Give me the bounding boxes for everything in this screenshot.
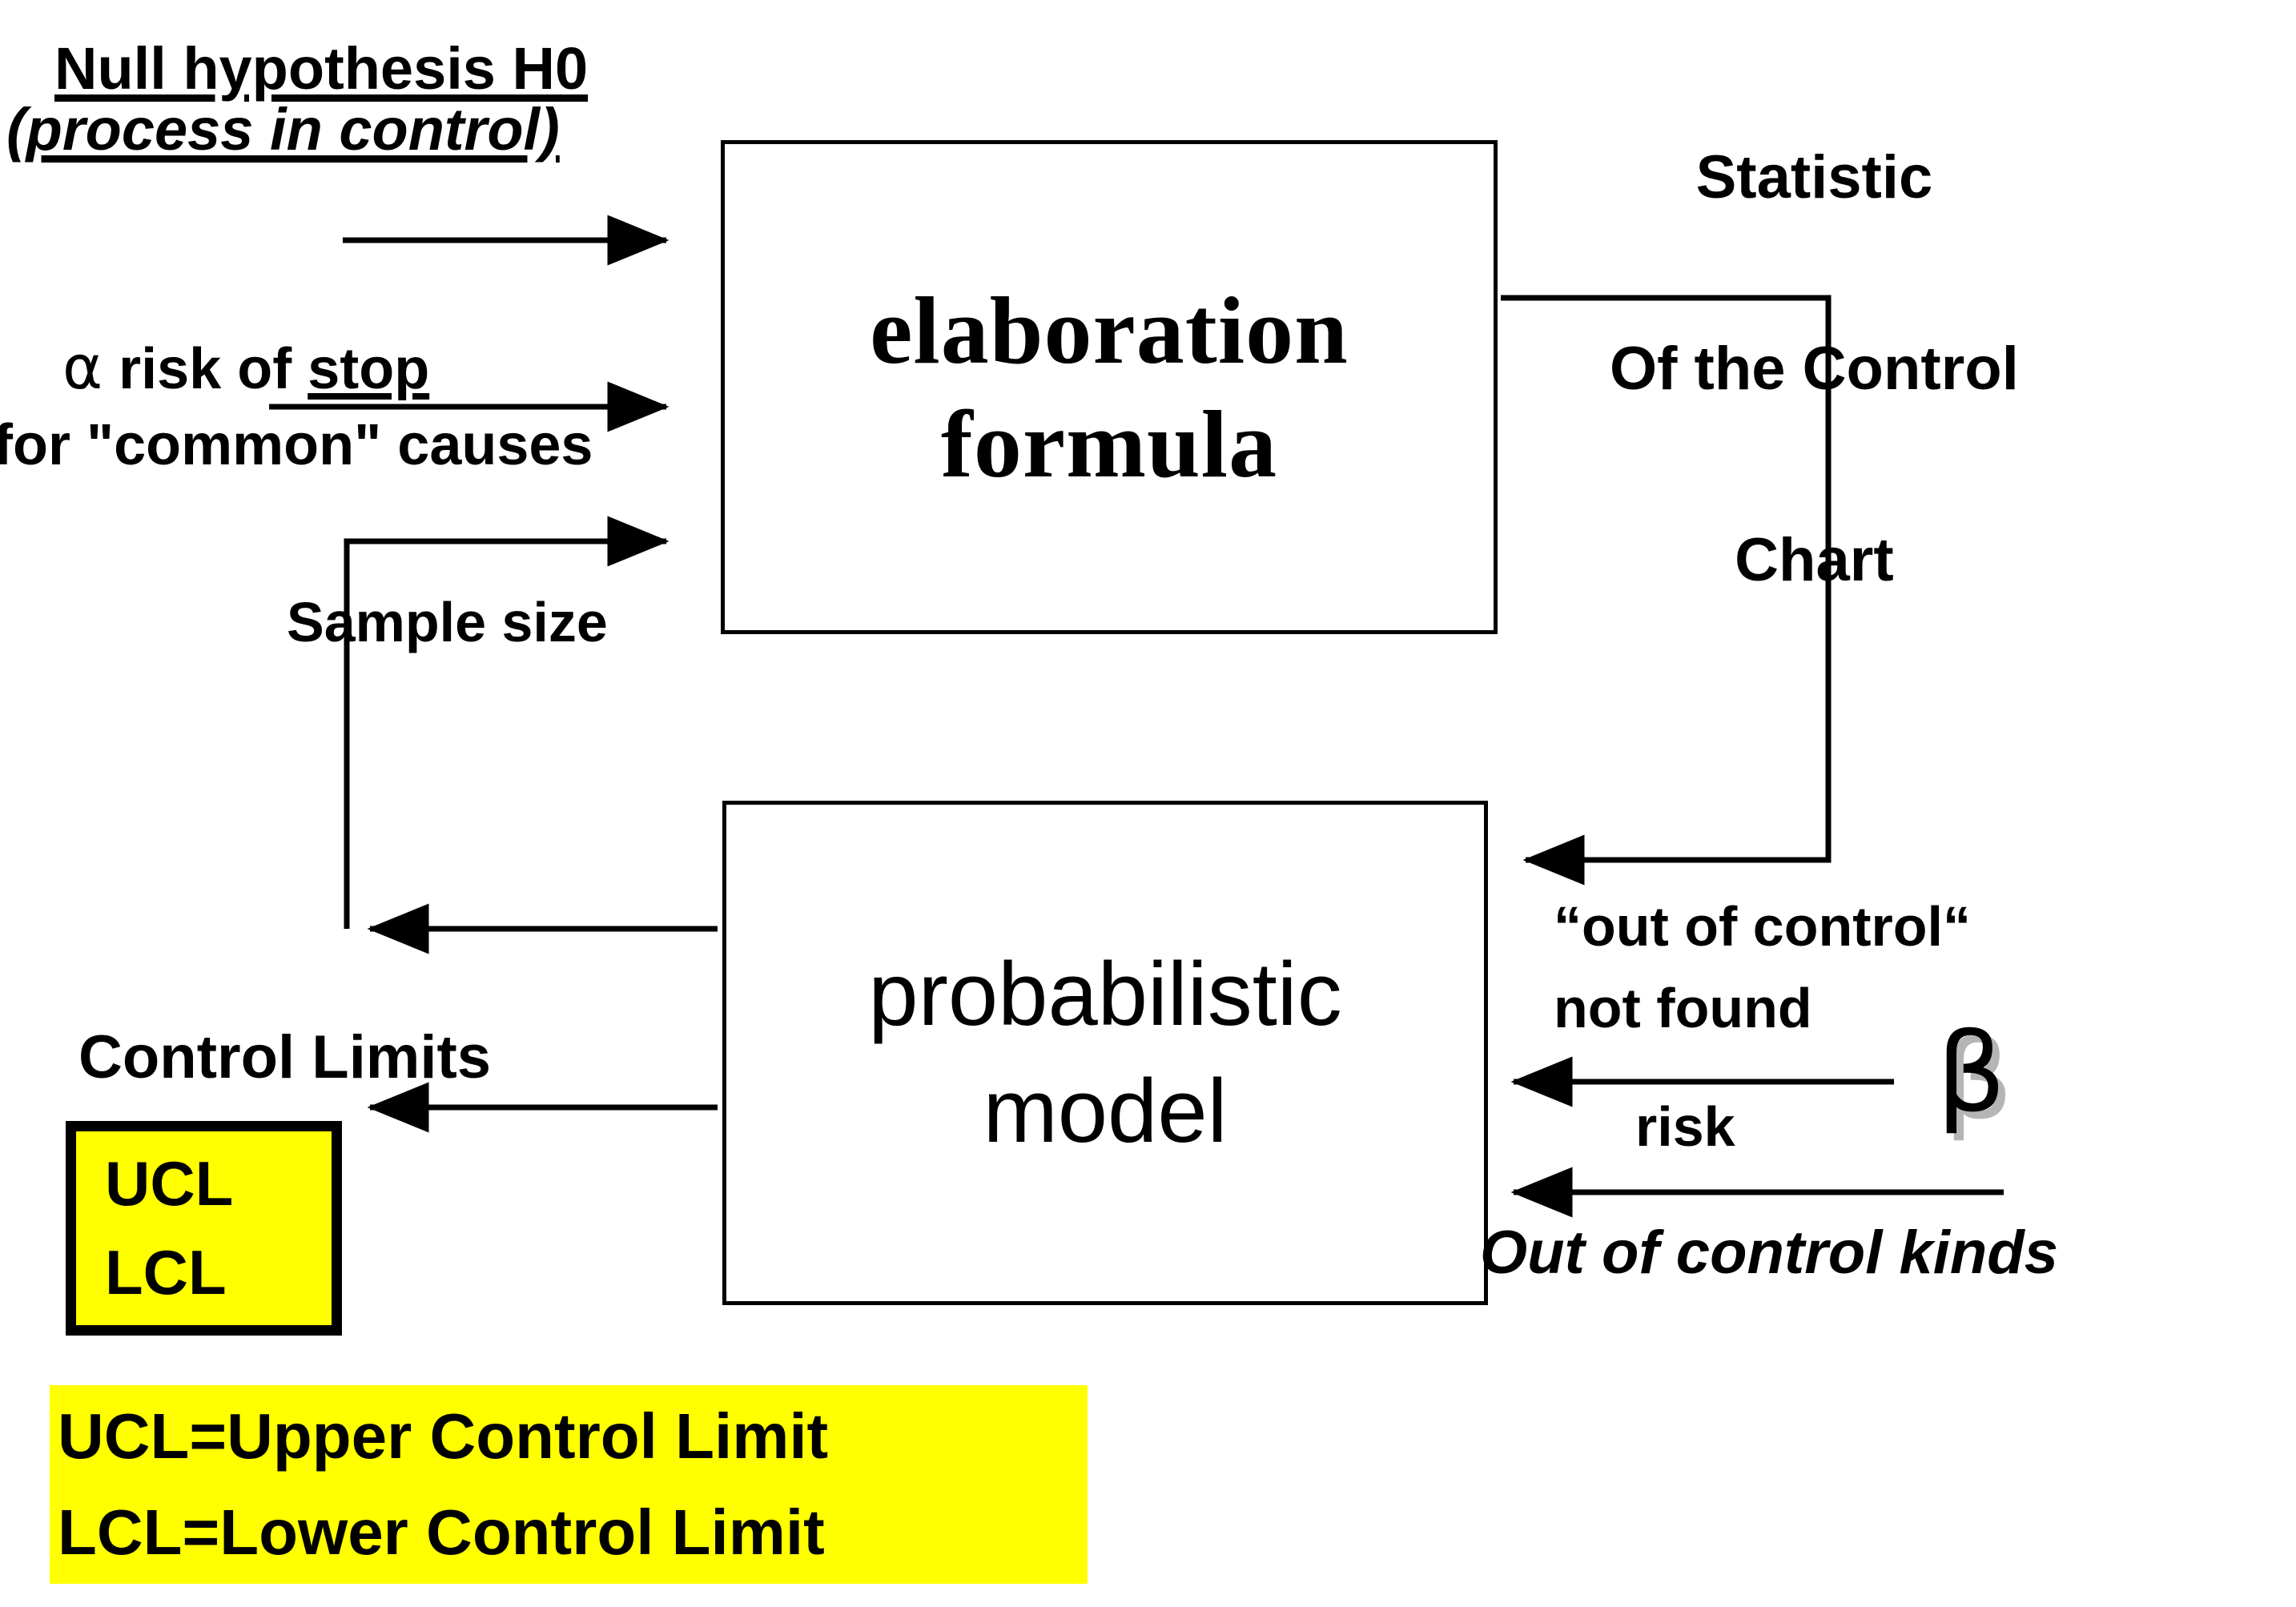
legend-line-lcl: LCL=Lower Control Limit: [58, 1497, 825, 1568]
label-statistic-line2: Of the Control: [1610, 334, 2019, 403]
alpha-symbol: α: [62, 331, 103, 403]
beta-symbol: β: [1936, 1010, 2006, 1137]
label-statistic-line1: Statistic: [1695, 143, 1933, 211]
lcl-value: LCL: [105, 1237, 227, 1308]
node-elaboration-formula[interactable]: elaboration formula: [721, 140, 1498, 634]
label-risk: risk: [1635, 1095, 1735, 1158]
label-statistic-of-control-chart: Statistic Of the Control Chart: [1610, 18, 2019, 721]
node-probabilistic-model-line1: probabilistic: [868, 944, 1342, 1045]
label-out-of-control-kinds: Out of control kinds: [1480, 1219, 2058, 1287]
label-alpha-risk-text: risk of: [103, 337, 308, 401]
label-null-hypothesis-line1: Null hypothesis H0: [54, 35, 589, 102]
ucl-lcl-highlight-box: UCL LCL: [66, 1121, 342, 1336]
label-null-hypothesis-line2: (process in control): [6, 96, 560, 163]
label-not-found: not found: [1554, 977, 1812, 1039]
legend-line-ucl: UCL=Upper Control Limit: [58, 1400, 829, 1472]
label-alpha-risk-line2: for "common" causes: [0, 413, 593, 477]
node-elaboration-formula-line1: elaboration: [870, 276, 1349, 384]
label-alpha-risk-stop: stop: [308, 337, 430, 401]
label-alpha-risk-line1: α risk of stop: [62, 334, 430, 401]
node-probabilistic-model[interactable]: probabilistic model: [722, 801, 1488, 1305]
legend-highlight-box: UCL=Upper Control Limit LCL=Lower Contro…: [50, 1385, 1088, 1584]
label-out-of-control-quoted: “out of control“: [1554, 895, 1972, 958]
label-sample-size: Sample size: [287, 591, 608, 653]
ucl-value: UCL: [105, 1148, 234, 1219]
label-statistic-line3: Chart: [1735, 526, 1894, 595]
node-probabilistic-model-line2: model: [983, 1061, 1228, 1161]
label-control-limits: Control Limits: [78, 1023, 492, 1091]
node-elaboration-formula-line2: formula: [940, 390, 1278, 497]
